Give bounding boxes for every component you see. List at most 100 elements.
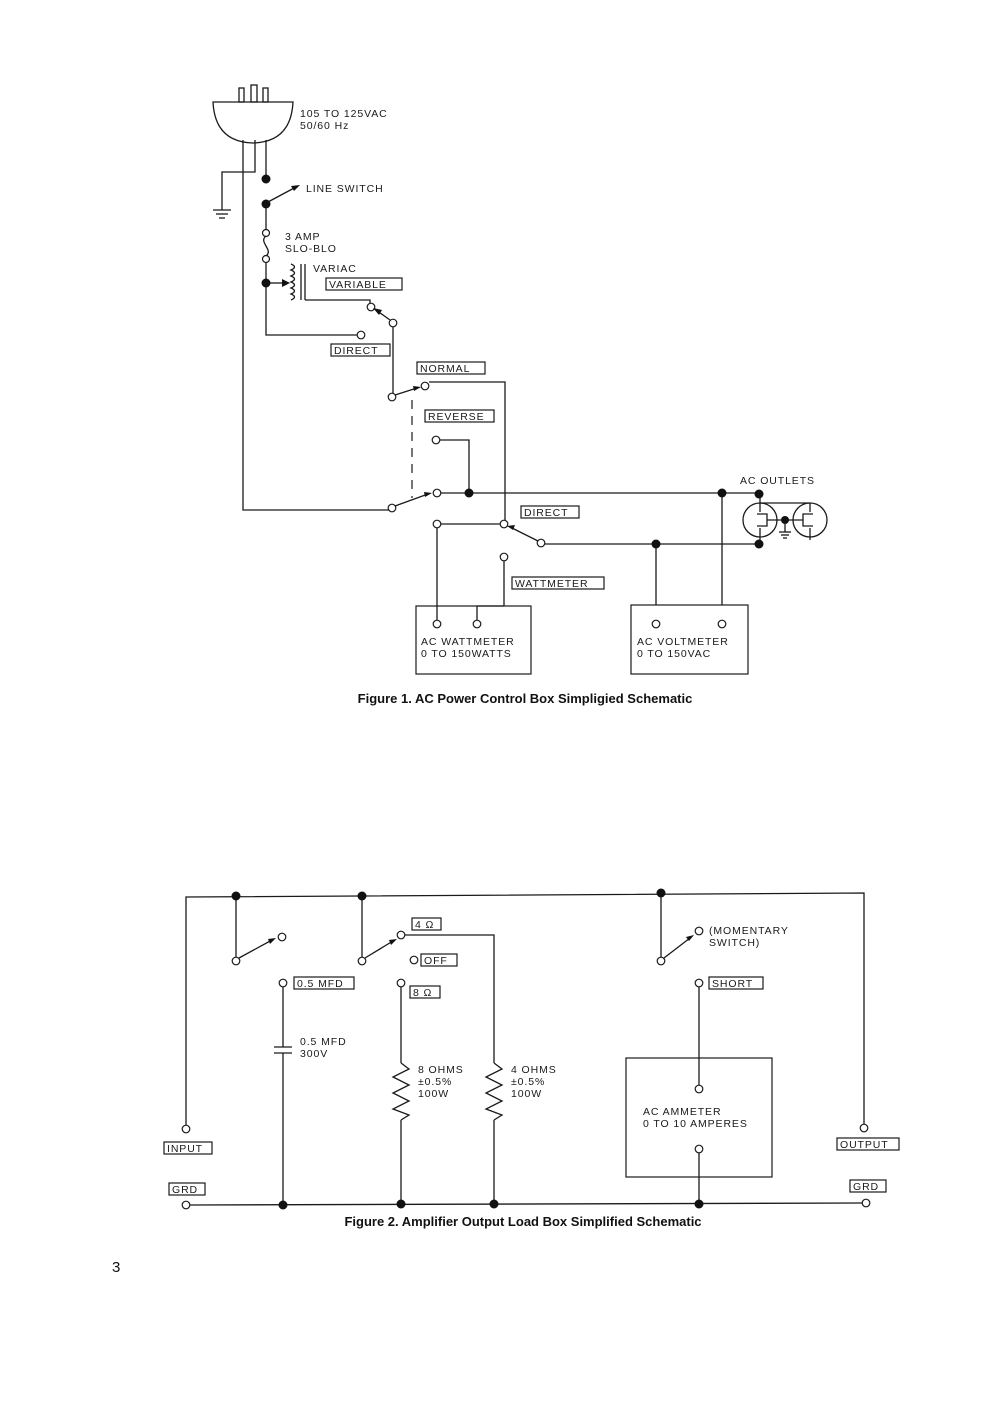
junction-voltmeter-bottom [651,539,661,549]
wattmeter-in-terminal [432,519,442,529]
normal-wire [429,381,506,522]
cap-value-label: 0.5 MFD [300,1036,347,1048]
grd-left-label-box [168,1182,206,1196]
r8-value-label: 8 OHMS [418,1064,464,1076]
figure-1-ac-power-control-box: 105 TO 125VAC 50/60 Hz LINE SWITCH 3 AMP… [212,84,828,706]
r8-tolerance-label: ±0.5% [418,1076,452,1088]
polarity-switch-common-2 [387,503,397,513]
resistor-8-ohm-icon [391,1062,411,1121]
voltmeter-terminal-2 [717,619,727,629]
top-bus-node-2 [357,891,367,901]
polarity-terminal-2 [432,488,442,498]
line-switch-label: LINE SWITCH [306,183,384,195]
resistor-4-ohm-icon [484,1062,504,1121]
output-label-box [836,1137,900,1151]
cap-voltage-label: 300V [300,1048,328,1060]
polarity-switch-blade-1 [394,387,418,396]
variac-arrow-icon [282,279,290,287]
cap-switch-terminal [277,932,287,942]
short-switch-common [656,956,666,966]
ac-voltmeter-box [630,604,749,675]
wattmeter-label-box [511,576,605,590]
normal-terminal [420,381,430,391]
four-ohm-label-box [411,917,442,931]
selector-arrow-icon [373,308,382,315]
top-bus-node-1 [231,891,241,901]
cap-switch-label-box [293,976,355,990]
r8-power-label: 100W [418,1088,449,1100]
ac-outlets-label: AC OUTLETS [740,475,815,487]
ground-bus-wire [189,1202,863,1206]
cap-switch-label: 0.5 MFD [297,978,344,990]
direct-terminal [356,330,366,340]
figure-2-amplifier-load-box: 0.5 MFD 0.5 MFD 300V 4 Ω OFF 8 Ω 8 OHMS … [163,888,900,1229]
cap-switch-common [231,956,241,966]
page-number: 3 [112,1259,120,1276]
variable-label: VARIABLE [329,279,387,291]
wattmeter-terminal-1 [432,619,442,629]
junction-reverse [464,488,474,498]
top-bus-wire [185,892,865,1125]
fuse-terminal-bottom [261,254,271,264]
ac-wattmeter-box [415,605,532,675]
wattmeter-title: AC WATTMETER [421,636,515,648]
short-switch-arrow-icon [686,935,694,941]
wattmeter-label: WATTMETER [515,578,588,590]
direct-2-label: DIRECT [524,507,568,519]
normal-label: NORMAL [420,363,470,375]
reverse-label-box [424,409,495,423]
off-label: OFF [424,955,448,967]
grd-right-terminal [861,1198,871,1208]
direct-wire [265,287,357,336]
fuse-rating-label: 3 AMP [285,231,320,243]
voltmeter-range: 0 TO 150VAC [637,648,711,660]
cap-switch-blade [238,939,273,959]
short-label: SHORT [712,978,753,990]
grd-right-label-box [849,1179,887,1193]
load-switch-blade [364,940,394,959]
polarity-switch-arrow-2-icon [424,492,432,497]
ammeter-range: 0 TO 10 AMPERES [643,1118,748,1130]
ground-node-r4 [489,1199,499,1209]
top-bus-node-3 [656,888,666,898]
eight-ohm-label: 8 Ω [413,987,432,999]
grd-left-label: GRD [172,1184,198,1196]
variable-terminal [366,302,376,312]
polarity-switch-blade-2 [394,493,429,507]
output-label: OUTPUT [840,1139,889,1151]
direct-2-label-box [520,505,580,519]
r4-value-label: 4 OHMS [511,1064,557,1076]
load-switch-arrow-icon [389,939,397,945]
four-ohm-terminal [396,930,406,940]
off-label-box [420,953,458,967]
four-ohm-wire [405,934,495,1063]
r4-power-label: 100W [511,1088,542,1100]
reverse-wire [440,439,470,490]
wattmeter-terminal-2 [472,619,482,629]
variac-coil-icon [289,263,296,301]
power-plug-icon [212,84,294,144]
selector-common-terminal [388,318,398,328]
neutral-wire [242,140,392,511]
ground-node-ammeter [694,1199,704,1209]
short-switch-blade [663,937,691,959]
ac-outlet-icon [742,498,828,540]
variac-output-wire [305,299,371,304]
figure-1-caption: Figure 1. AC Power Control Box Simpligie… [358,691,693,706]
reverse-label: REVERSE [428,411,484,423]
input-label-box [163,1141,213,1155]
momentary-label-1: (MOMENTARY [709,925,789,937]
ground-icon [213,209,231,219]
capacitor-icon [274,1046,292,1054]
polarity-switch-arrow-1-icon [413,386,421,391]
voltmeter-title: AC VOLTMETER [637,636,729,648]
four-ohm-label: 4 Ω [415,919,434,931]
ammeter-terminal-top [694,1084,704,1094]
fuse-terminal-top [261,228,271,238]
ammeter-title: AC AMMETER [643,1106,721,1118]
momentary-terminal [694,926,704,936]
off-terminal [409,955,419,965]
polarity-switch-common-1 [387,392,397,402]
short-label-box [708,976,764,990]
